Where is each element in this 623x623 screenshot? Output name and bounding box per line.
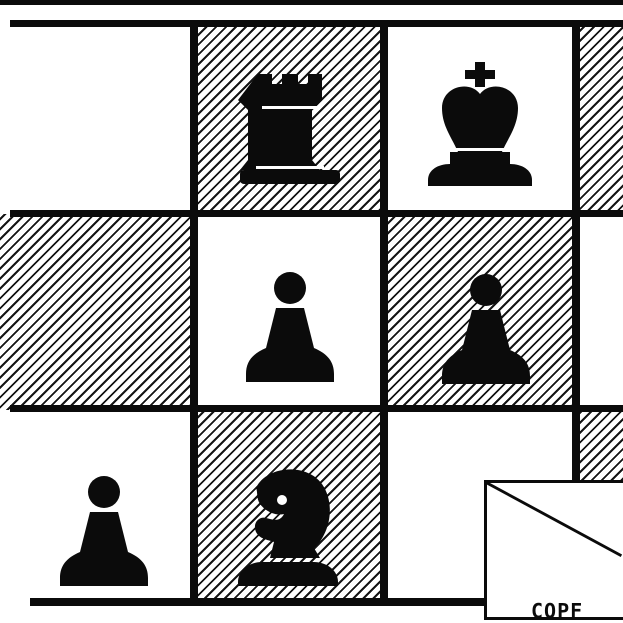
folded-paper-icon	[487, 483, 623, 617]
grid-col-line-2	[380, 20, 388, 606]
grid-col-line-3	[572, 20, 580, 490]
board-top-line	[10, 20, 623, 27]
black-rook-icon[interactable]	[230, 66, 350, 196]
grid-row-line-1	[10, 210, 623, 217]
square-r1-c3[interactable]	[576, 214, 623, 410]
black-pawn-icon[interactable]	[232, 258, 352, 388]
square-r0-c3[interactable]	[576, 24, 623, 214]
board-top-border	[0, 0, 623, 5]
black-king-icon[interactable]	[420, 60, 540, 190]
black-pawn-icon[interactable]	[46, 462, 166, 592]
grid-row-line-2	[10, 405, 623, 412]
corner-panel-label: COPF	[531, 599, 583, 623]
black-pawn-icon[interactable]	[428, 260, 548, 390]
corner-panel[interactable]: COPF	[484, 480, 623, 620]
board-bottom-line	[30, 598, 490, 606]
square-r1-c0[interactable]	[0, 214, 194, 410]
black-knight-icon[interactable]	[226, 458, 346, 588]
grid-col-line-1	[190, 20, 198, 606]
square-r0-c0[interactable]	[0, 24, 194, 214]
